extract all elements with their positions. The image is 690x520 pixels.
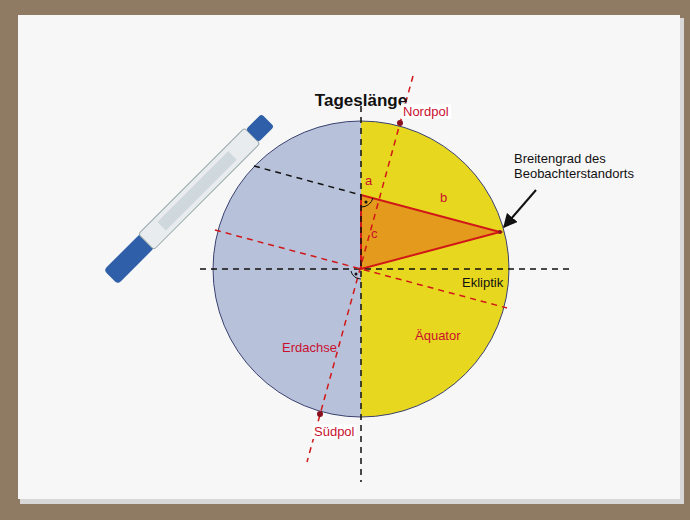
pole-dot: [317, 411, 323, 417]
side-label: b: [440, 190, 447, 205]
pole-dot: [397, 120, 403, 126]
axis-line: [307, 76, 413, 462]
ecliptic-label: Ekliptik: [462, 275, 503, 290]
angle-mark: [361, 198, 373, 207]
pole-label: Südpol: [312, 424, 356, 439]
angle-dot: [365, 201, 368, 204]
ecliptic-line: [200, 268, 574, 270]
leader-arrow: [504, 190, 536, 227]
title: Tageslänge: [315, 91, 407, 111]
side-label: c: [371, 226, 378, 241]
pole-label: Nordpol: [401, 104, 451, 119]
angle-dot: [355, 273, 358, 276]
terminator-line: [360, 106, 362, 482]
latitude-line: [254, 166, 361, 195]
observer-dot: [498, 230, 502, 234]
angle-mark: [351, 271, 361, 279]
equator-label: Äquator: [415, 328, 461, 343]
equator-line: [215, 230, 507, 308]
paper-sheet: [18, 15, 680, 499]
axis-label: Erdachse: [282, 340, 337, 355]
callout-label: Breitengrad des Beobachterstandorts: [514, 151, 664, 181]
side-label: a: [365, 173, 372, 188]
triangle: [361, 195, 500, 269]
